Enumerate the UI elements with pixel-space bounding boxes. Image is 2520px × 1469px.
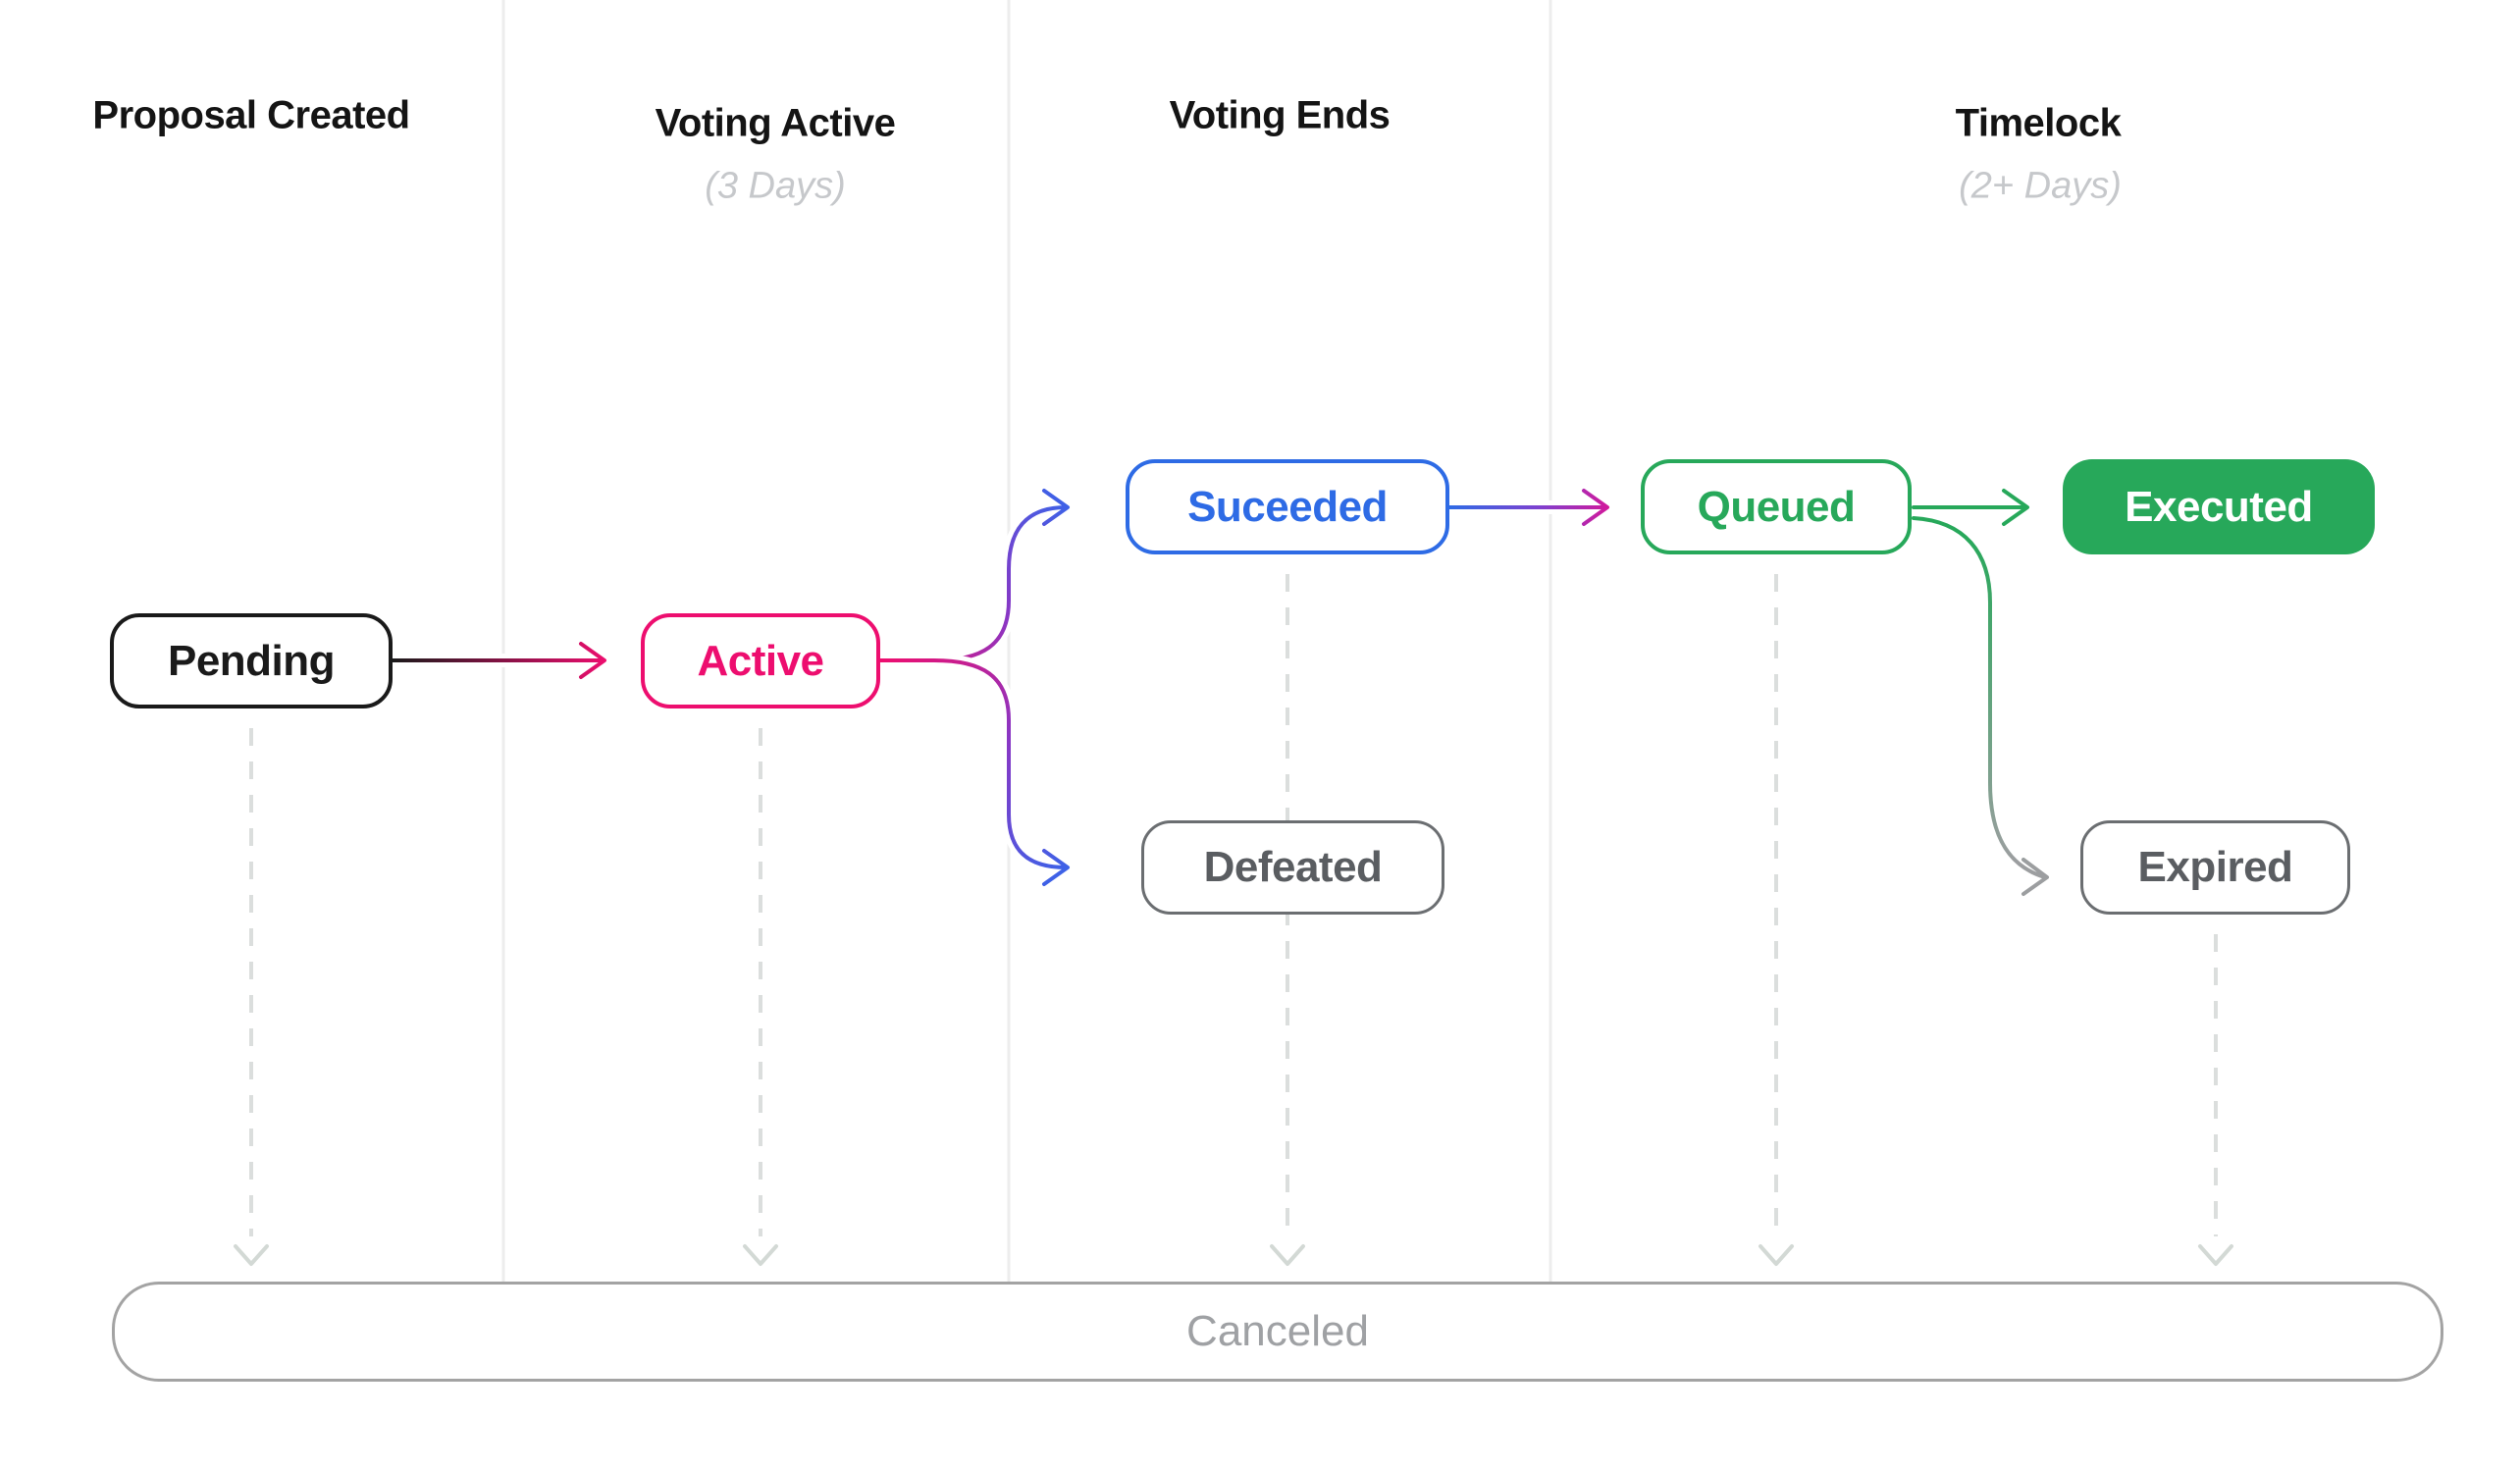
column-separators: [501, 0, 1552, 1282]
chevron-down-icon: [2198, 1244, 2233, 1266]
node-pending: Pending: [110, 613, 393, 708]
edge-casing: [873, 654, 1075, 891]
edge-pending-active: [391, 642, 606, 679]
edge-queued-executed: [1912, 489, 2029, 526]
cancel-drop-lines: [249, 574, 2218, 1236]
column-title-timelock: Timelock: [1955, 101, 2122, 145]
column-title-voting-active: Voting Active: [655, 101, 896, 145]
chevron-down-icon: [1759, 1244, 1794, 1266]
edge-active-defeated: [878, 658, 1070, 886]
chevron-down-icon: [234, 1244, 269, 1266]
node-expired: Expired: [2080, 820, 2350, 915]
node-queued: Queued: [1641, 459, 1912, 554]
edge-casing: [1907, 511, 2054, 901]
node-executed: Executed: [2063, 459, 2375, 554]
edge-suceeded-queued: [1447, 489, 1609, 526]
node-suceeded: Suceeded: [1126, 459, 1449, 554]
column-title-voting-ends: Voting Ends: [1169, 93, 1391, 137]
chevron-down-icon: [743, 1244, 778, 1266]
cancel-drop-arrowheads: [234, 1244, 2233, 1266]
node-defeated: Defeated: [1141, 820, 1444, 915]
node-canceled: Canceled: [112, 1282, 2443, 1382]
edge-queued-expired: [1912, 516, 2049, 896]
column-subtitle-voting-active: (3 Days): [705, 165, 846, 207]
node-active: Active: [641, 613, 880, 708]
edge-casing: [873, 484, 1075, 667]
column-subtitle-timelock: (2+ Days): [1959, 165, 2122, 207]
column-title-proposal-created: Proposal Created: [92, 93, 410, 137]
chevron-down-icon: [1270, 1244, 1305, 1266]
